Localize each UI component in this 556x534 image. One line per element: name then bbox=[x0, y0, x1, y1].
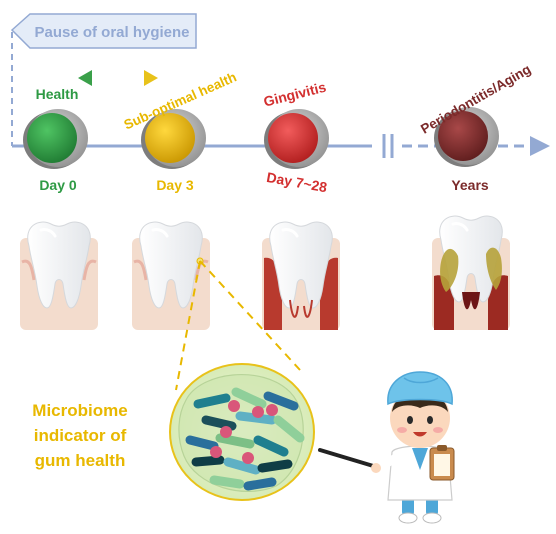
tooth-periodontitis bbox=[432, 214, 510, 330]
tooth-gingivitis bbox=[262, 220, 340, 330]
callout-line-2: indicator of bbox=[34, 426, 127, 445]
tooth-healthy bbox=[20, 220, 98, 330]
timeline-arrowhead bbox=[530, 136, 550, 156]
stage-health-day: Day 0 bbox=[39, 177, 77, 193]
transition-double-arrow bbox=[78, 70, 158, 86]
callout-line-right bbox=[199, 260, 301, 371]
stage-periodontitis-day: Years bbox=[451, 177, 489, 193]
dentist-character bbox=[371, 371, 455, 524]
stage-gingivitis-label: Gingivitis bbox=[262, 79, 328, 110]
callout-line-left bbox=[175, 260, 201, 391]
stage-suboptimal-button bbox=[141, 109, 206, 169]
stage-health-button bbox=[23, 109, 88, 169]
stage-suboptimal-day: Day 3 bbox=[156, 177, 194, 193]
pointer-stick bbox=[318, 448, 382, 470]
stage-gingivitis-day: Day 7~28 bbox=[265, 169, 328, 195]
microbiome-callout: Microbiome indicator of gum health bbox=[32, 401, 127, 470]
bacteria-cluster bbox=[185, 387, 305, 491]
callout-line-3: gum health bbox=[35, 451, 126, 470]
pause-banner-label: Pause of oral hygiene bbox=[34, 24, 189, 41]
pause-banner: Pause of oral hygiene bbox=[10, 13, 197, 49]
tooth-suboptimal bbox=[132, 220, 210, 330]
stage-health-label: Health bbox=[36, 86, 79, 102]
callout-line-1: Microbiome bbox=[32, 401, 127, 420]
stage-gingivitis-button bbox=[264, 109, 329, 169]
microbiome-bubble bbox=[169, 363, 315, 501]
stage-periodontitis-button bbox=[434, 107, 499, 167]
